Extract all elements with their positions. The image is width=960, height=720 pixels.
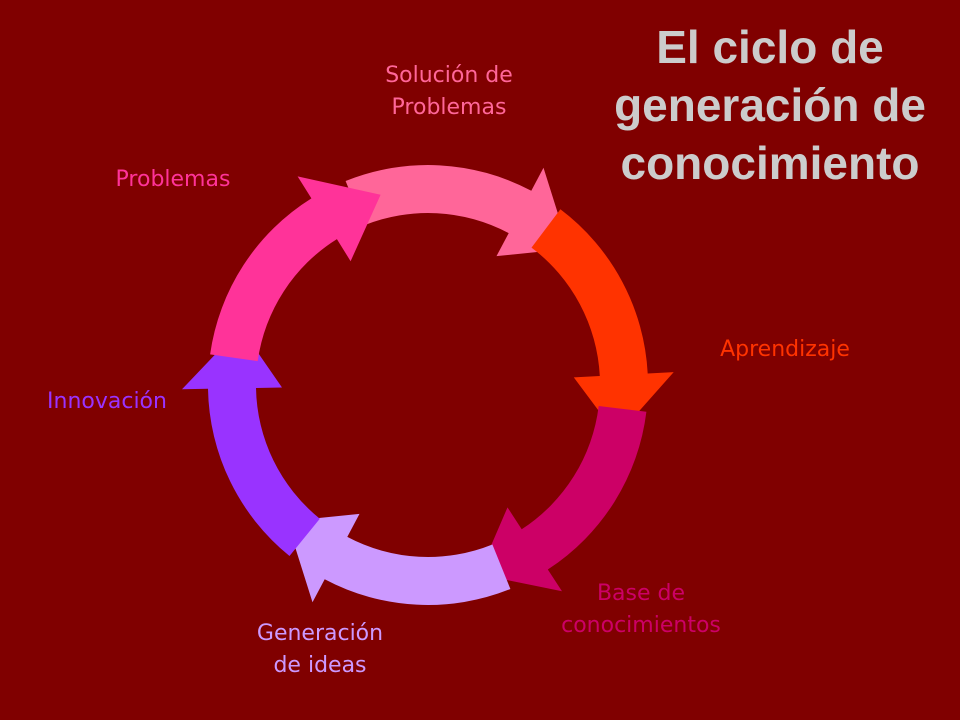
label-base-de-conocimientos: Base de conocimientos <box>561 581 721 638</box>
arrow-generacion-de-ideas <box>287 513 511 605</box>
label-solucion-de-problemas: Solución de Problemas <box>385 63 513 120</box>
arrow-aprendizaje <box>531 209 674 436</box>
slide-title: El ciclo de generación de conocimiento <box>590 18 950 192</box>
arrow-problemas <box>210 176 381 362</box>
arrow-solucion-de-problemas <box>345 165 569 257</box>
title-line-3: conocimiento <box>620 137 920 189</box>
title-line-1: El ciclo de <box>656 21 884 73</box>
arrow-base-de-conocimientos <box>478 406 647 592</box>
title-line-2: generación de <box>614 79 926 131</box>
arrow-innovacion <box>182 327 320 556</box>
label-problemas: Problemas <box>115 167 231 192</box>
label-aprendizaje: Aprendizaje <box>720 337 850 362</box>
label-generacion-de-ideas: Generación de ideas <box>256 621 384 678</box>
label-innovacion: Innovación <box>47 389 167 414</box>
